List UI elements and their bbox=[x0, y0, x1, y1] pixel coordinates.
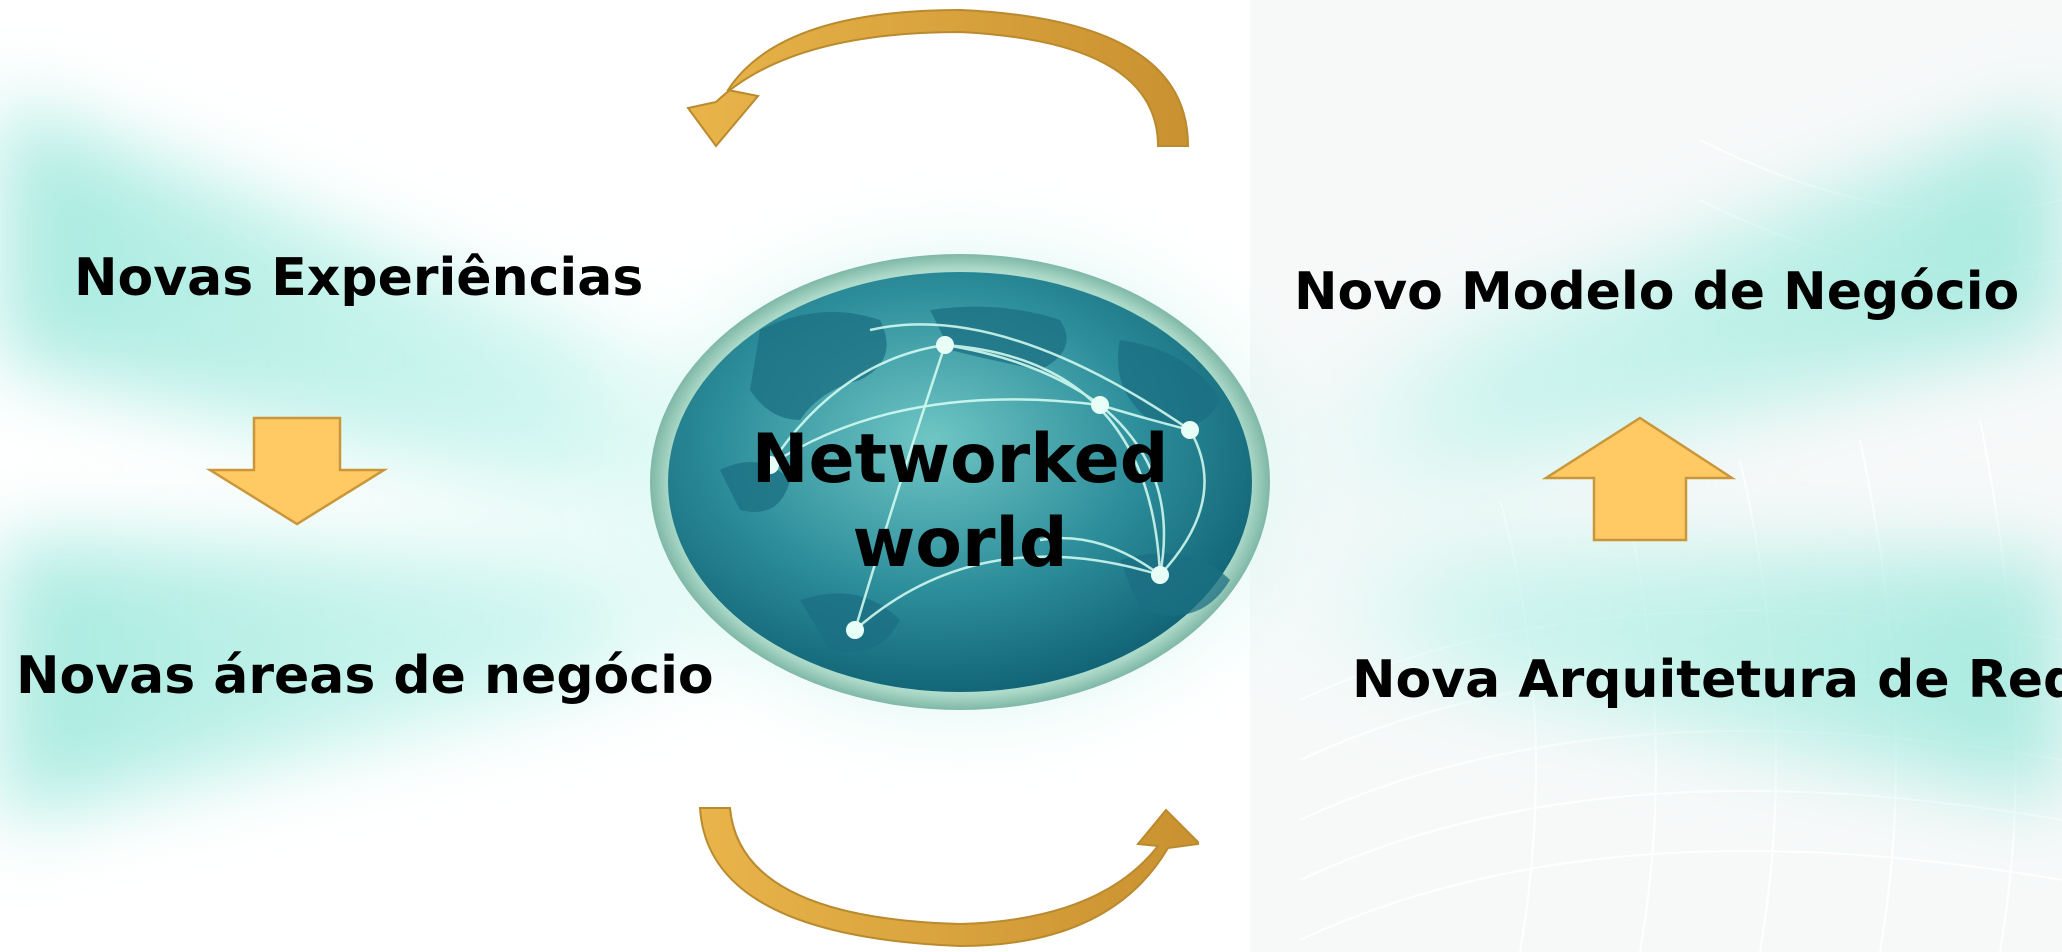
label-novo-modelo-de-negocio: Novo Modelo de Negócio bbox=[1294, 262, 2020, 322]
label-nova-arquitetura-de-rede: Nova Arquitetura de Rede bbox=[1352, 650, 2062, 710]
label-novas-areas-de-negocio: Novas áreas de negócio bbox=[16, 646, 714, 706]
center-title-line-1: Networked bbox=[751, 420, 1169, 499]
label-novas-experiencias: Novas Experiências bbox=[74, 248, 644, 308]
arrow-down-icon bbox=[205, 416, 389, 526]
globe-network-icon bbox=[650, 254, 1270, 710]
center-title-line-2: world bbox=[852, 504, 1068, 583]
arrow-up-icon bbox=[1541, 416, 1737, 542]
curved-arrow-left-icon bbox=[686, 8, 1190, 148]
center-title: Networked world bbox=[700, 418, 1220, 586]
curved-arrow-right-icon bbox=[698, 807, 1199, 948]
